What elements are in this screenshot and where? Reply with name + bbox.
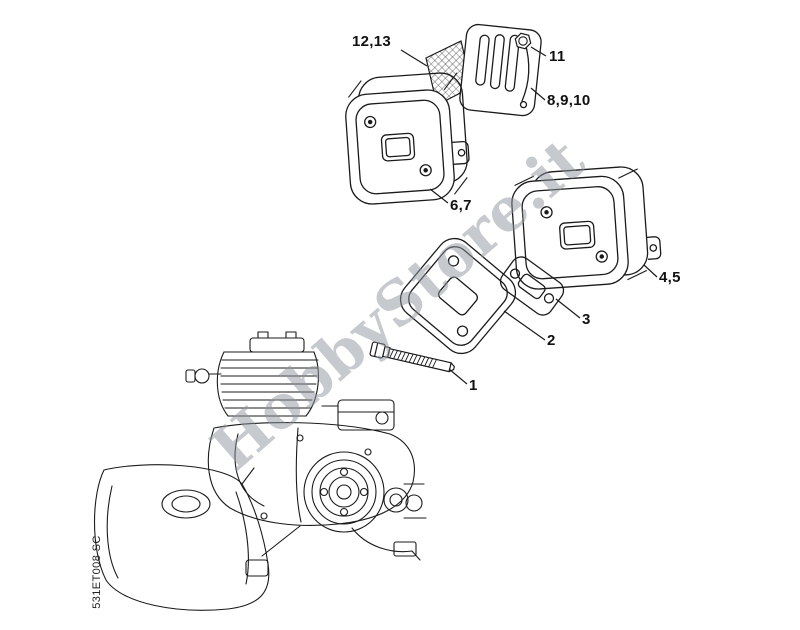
callout-nut: 11 xyxy=(549,48,566,65)
callout-muffler-front: 6,7 xyxy=(450,197,472,214)
callout-cover: 8,9,10 xyxy=(547,92,591,109)
gasket-plate xyxy=(399,237,517,355)
callout-gasket-plate: 2 xyxy=(547,332,556,349)
exhaust-gasket xyxy=(499,256,565,316)
callout-screen: 12,13 xyxy=(352,33,392,50)
callout-screw: 1 xyxy=(469,377,478,394)
muffler-front-shell xyxy=(345,72,470,205)
collar-screw xyxy=(369,341,455,373)
callout-gasket-small: 3 xyxy=(582,311,591,328)
hex-nut xyxy=(514,32,532,50)
side-code: 531ET008 SC xyxy=(91,535,103,609)
engine-assembly xyxy=(94,331,427,611)
muffler-rear-shell xyxy=(511,166,662,290)
callout-muffler-rear: 4,5 xyxy=(659,269,681,286)
leader-lines xyxy=(400,46,658,385)
